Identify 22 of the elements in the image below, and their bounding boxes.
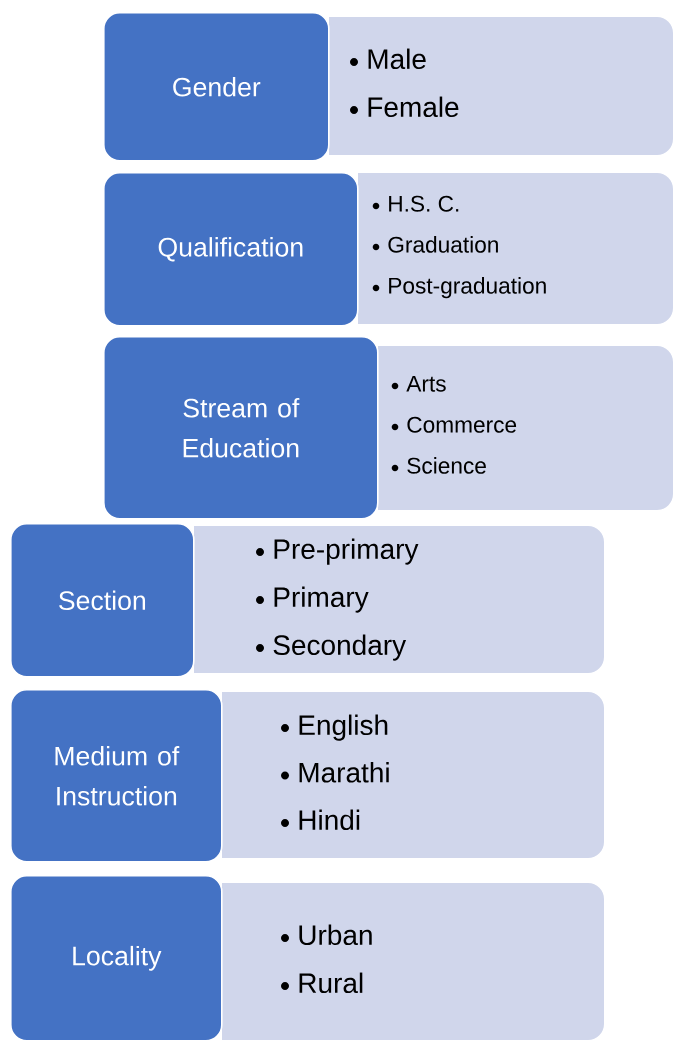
list-item: Rural [299, 972, 363, 994]
list-item: Marathi [299, 762, 389, 783]
list-item: Arts [406, 375, 446, 392]
list-item: Primary [274, 586, 369, 613]
category-box: Stream of Education [103, 336, 379, 520]
list-item: Commerce [407, 416, 517, 433]
list-item: Secondary [273, 634, 407, 661]
list-item: English [299, 714, 388, 741]
list-item: Pre-primary [274, 538, 419, 565]
list-item: Science [407, 457, 486, 474]
category-box: Gender [103, 12, 330, 162]
list-item: Female [368, 96, 459, 118]
list-item: Male [368, 48, 426, 70]
list-item: H.S. C. [389, 195, 459, 212]
category-box: Section [10, 523, 195, 678]
category-box: Medium of Instruction [10, 689, 223, 863]
list-item: Urban [299, 924, 372, 946]
list-item: Post-graduation [389, 277, 546, 299]
category-box: Qualification [103, 172, 359, 327]
category-box: Locality [10, 875, 223, 1042]
list-item: Hindi [299, 809, 360, 831]
list-item: Graduation [388, 236, 498, 253]
